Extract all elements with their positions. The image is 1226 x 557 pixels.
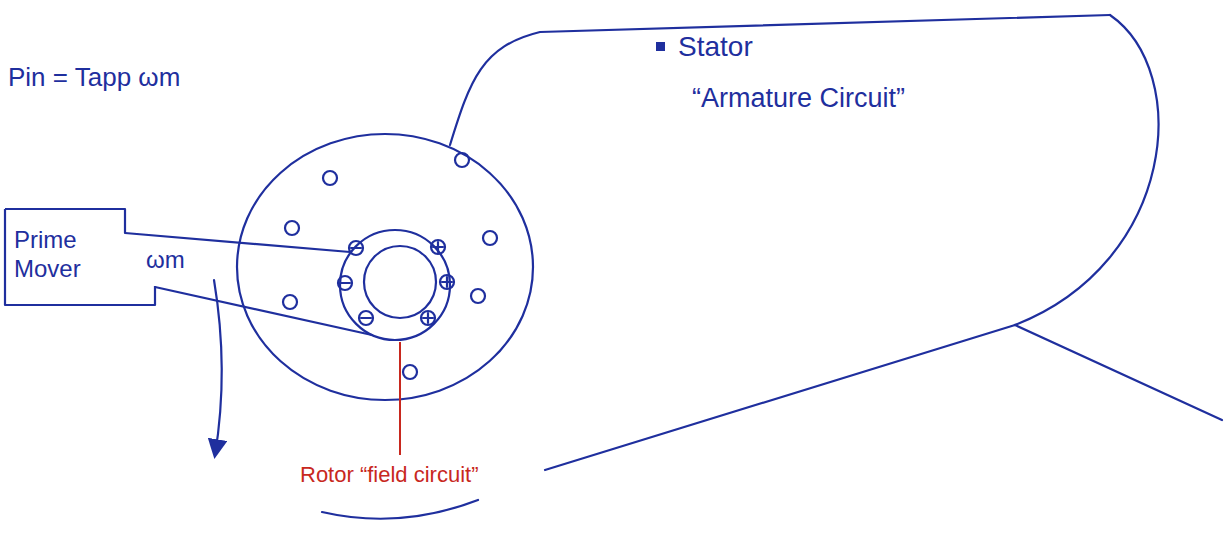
box-border xyxy=(5,209,155,305)
bracket-curve xyxy=(322,500,478,519)
rotor-outer xyxy=(340,230,450,340)
stator-conductor xyxy=(323,171,337,185)
housing-top-edge xyxy=(450,15,1110,145)
stator-conductor xyxy=(403,365,417,379)
rotor-conductor-minus xyxy=(338,241,373,325)
bullet-mark xyxy=(656,42,665,51)
stator-conductor xyxy=(283,295,297,309)
stator-conductor xyxy=(483,231,497,245)
part-label: Rotor “field circuit” xyxy=(300,462,478,488)
annotation-text: “Armature Circuit” xyxy=(692,82,905,114)
leader-line xyxy=(399,342,401,455)
stator-face xyxy=(237,134,533,400)
annotation-text: ωm xyxy=(146,246,185,275)
housing-back-end xyxy=(1015,15,1158,325)
stator-conductor xyxy=(285,221,299,235)
shaft-line xyxy=(155,287,372,335)
housing-base-edge xyxy=(1015,325,1222,420)
box-label: Prime Mover xyxy=(14,226,122,284)
process-box: Prime Mover xyxy=(4,208,156,306)
annotation-text: Stator xyxy=(678,30,753,64)
rotor-shaft xyxy=(364,246,436,318)
stator-conductor xyxy=(455,153,469,167)
housing-bottom-edge xyxy=(545,325,1015,470)
rotor-conductor-plus xyxy=(421,240,454,325)
stator-conductor xyxy=(471,289,485,303)
rotation-arrow xyxy=(214,280,222,455)
annotation-text: Pin = Tapp ωm xyxy=(8,62,180,93)
